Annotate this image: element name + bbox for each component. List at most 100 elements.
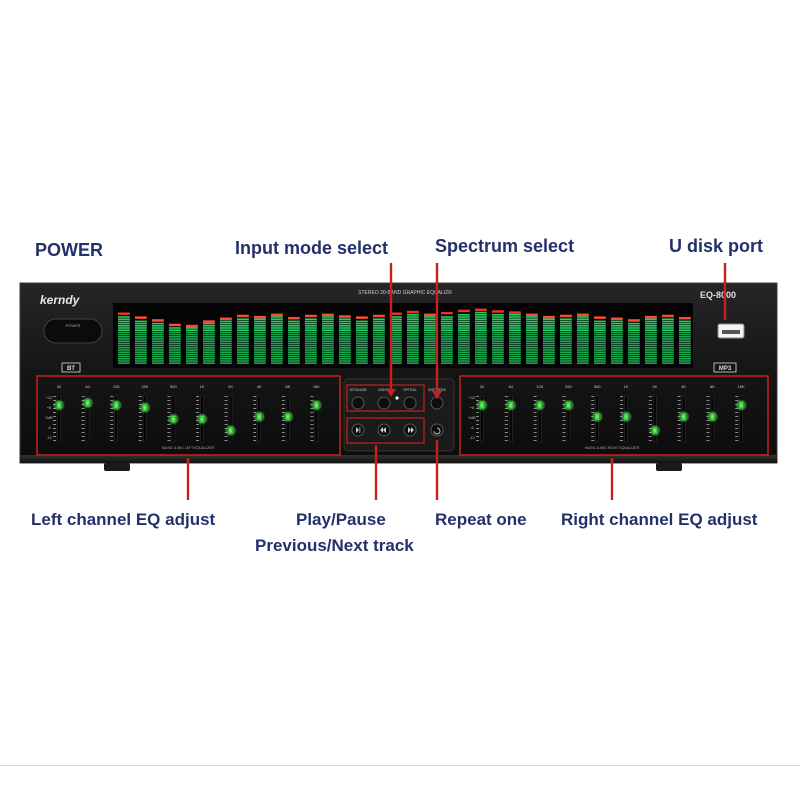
left-eq-slider-led (200, 417, 204, 421)
spectrum-bar (203, 320, 215, 364)
spectrum-bar (135, 316, 147, 364)
spectrum-bar (407, 310, 419, 364)
right-eq-slider-8K[interactable]: 8K (706, 384, 719, 443)
right-eq-freq-label: 64 (509, 384, 514, 389)
next-track-button[interactable] (403, 423, 417, 437)
power-button[interactable]: POWER (43, 318, 103, 344)
usb-port[interactable] (717, 323, 745, 339)
device-foot-left (104, 463, 130, 471)
spectrum-arrowhead (432, 391, 442, 399)
spectrum-bar (611, 317, 623, 364)
right-eq-slider-16K[interactable]: 16K (735, 384, 748, 443)
spectrum-bar (373, 314, 385, 364)
right-eq-db-label: 0dB (468, 415, 475, 420)
left-eq-slider-500[interactable]: 500 (167, 384, 180, 443)
left-eq-slider-1K[interactable]: 1K (196, 384, 208, 443)
right-eq-freq-label: 16K (738, 384, 745, 389)
right-eq-slider-led (509, 403, 513, 408)
input-mode-button-optical[interactable] (403, 396, 417, 410)
right-eq-slider-4K[interactable]: 4K (677, 384, 690, 443)
next-icon (408, 427, 411, 433)
previous-icon (383, 427, 386, 433)
right-eq-slider-125[interactable]: 125 (533, 384, 546, 443)
right-eq-slider-led (681, 414, 686, 419)
spectrum-bar (322, 313, 334, 364)
left-eq-freq-label: 1K (200, 384, 205, 389)
svg-text:MP3: MP3 (719, 366, 732, 372)
previous-track-button[interactable] (377, 423, 391, 437)
left-eq-freq-label: 64 (85, 384, 90, 389)
spectrum-bar (271, 313, 283, 364)
left-eq-slider-led (85, 401, 90, 405)
left-eq-freq-label: 8K (285, 384, 290, 389)
left-eq-freq-label: 4K (257, 384, 262, 389)
svg-text:BT: BT (67, 366, 75, 372)
right-eq-slider-2K[interactable]: 2K (648, 384, 661, 443)
callout-right-eq: Right channel EQ adjust (561, 510, 758, 529)
input-mode-button-bt[interactable] (351, 396, 365, 410)
spectrum-bar (339, 315, 351, 364)
right-eq-slider-led (624, 414, 628, 419)
spectrum-bar (577, 313, 589, 364)
left-eq-slider-32[interactable]: 32 (53, 384, 65, 443)
right-eq-freq-label: 1K (624, 384, 629, 389)
right-eq-highlight-box (459, 375, 769, 456)
left-eq-slider-led (286, 414, 290, 419)
spectrum-display (113, 303, 693, 368)
callout-input-mode: Input mode select (235, 238, 389, 258)
spectrum-bar (356, 316, 368, 364)
left-eq-caption: MUSIC & MIC LEFT EQUALIZER (162, 446, 215, 450)
right-eq-db-label: +12 (469, 395, 477, 400)
left-eq-freq-label: 125 (113, 384, 120, 389)
left-eq-highlight-box (36, 375, 341, 456)
left-eq-slider-4K[interactable]: 4K (253, 384, 266, 443)
right-eq-slider-64[interactable]: 64 (504, 384, 517, 443)
right-eq-caption: MUSIC & MIC RIGHT EQUALIZER (585, 446, 640, 450)
callout-play-pause: Play/Pause (296, 510, 386, 529)
left-eq-slider-led (314, 403, 319, 408)
left-eq-slider-8K[interactable]: 8K (281, 384, 294, 443)
mp3-badge: MP3 (713, 362, 737, 373)
page-divider (0, 765, 800, 766)
right-eq-slider-32[interactable]: 32 (476, 384, 488, 443)
callout-repeat: Repeat one (435, 510, 527, 529)
callout-u-disk: U disk port (669, 236, 764, 256)
spectrum-bar (186, 324, 198, 364)
left-eq-freq-label: 16K (313, 384, 320, 389)
input-button-label-3: OPTICAL (403, 388, 417, 392)
spectrum-bar (475, 308, 487, 364)
left-eq-slider-125[interactable]: 125 (110, 384, 123, 443)
right-eq-slider-250[interactable]: 250 (562, 384, 575, 443)
right-eq-slider-1K[interactable]: 1K (620, 384, 632, 443)
left-eq-slider-led (171, 417, 176, 421)
right-eq-slider-500[interactable]: 500 (591, 384, 604, 443)
spectrum-bar (662, 314, 674, 364)
right-eq-freq-label: 250 (565, 384, 572, 389)
left-eq-freq-label: 2K (228, 384, 233, 389)
left-eq-db-label: +6 (47, 405, 52, 410)
spectrum-bar (594, 316, 606, 364)
left-eq-slider-16K[interactable]: 16K (310, 384, 323, 443)
left-eq-freq-label: 500 (170, 384, 177, 389)
right-eq-db-label: -6 (470, 425, 474, 430)
bt-badge: BT (61, 362, 81, 373)
spectrum-bar (458, 309, 470, 364)
repeat-one-button[interactable] (430, 423, 444, 437)
callout-power: POWER (35, 240, 104, 260)
input-mode-button-line[interactable] (377, 396, 391, 410)
left-eq-slider-2K[interactable]: 2K (224, 384, 237, 443)
left-eq-slider-250[interactable]: 250 (138, 384, 151, 443)
center-control-panel (343, 378, 455, 452)
callout-spectrum: Spectrum select (435, 236, 575, 256)
power-button-label: POWER (65, 323, 80, 328)
transport-highlight-box (346, 417, 425, 444)
play-pause-button[interactable] (351, 423, 365, 437)
left-eq-slider-led (57, 403, 61, 408)
right-eq-freq-label: 125 (536, 384, 543, 389)
spectrum-bar (526, 313, 538, 364)
left-eq-db-label: +12 (46, 395, 54, 400)
left-eq-slider-64[interactable]: 64 (81, 384, 94, 443)
right-eq-db-label: -12 (469, 435, 476, 440)
right-eq-db-label: +6 (470, 405, 475, 410)
